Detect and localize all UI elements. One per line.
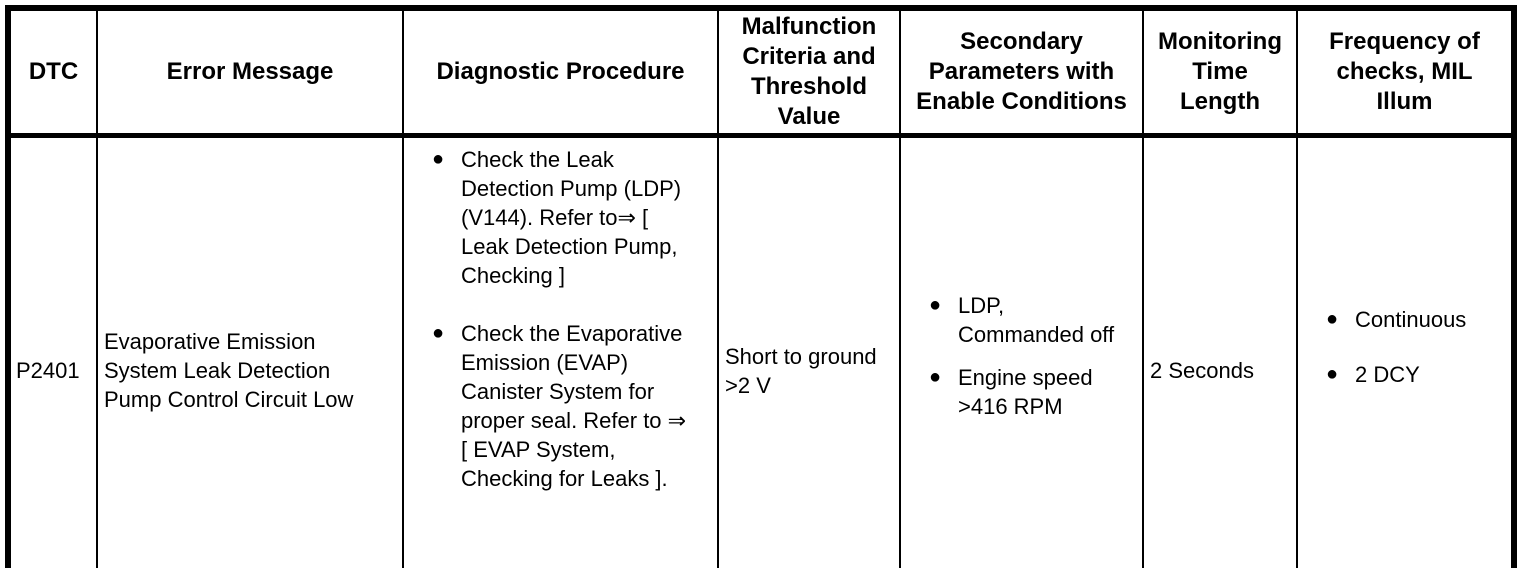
column-header-frequency-of-checks: Frequency of checks, MIL Illum: [1296, 7, 1515, 138]
procedure-step-text: Check the Evaporative Emission (EVAP) Ca…: [461, 321, 687, 491]
procedure-step: Check the Leak Detection Pump (LDP) (V14…: [432, 145, 696, 290]
cell-diagnostic-procedure: Check the Leak Detection Pump (LDP) (V14…: [402, 134, 719, 568]
cell-malfunction-criteria: Short to ground >2 V: [717, 134, 901, 568]
header-row: DTC Error Message Diagnostic Procedure M…: [7, 7, 1515, 138]
frequency-item: 2 DCY: [1326, 360, 1504, 389]
enable-condition: LDP, Commanded off: [929, 291, 1135, 349]
frequency-item: Continuous: [1326, 305, 1504, 334]
frequency-item-text: 2 DCY: [1355, 362, 1420, 387]
cell-error-message: Evaporative Emission System Leak Detecti…: [96, 134, 404, 568]
cell-secondary-parameters: LDP, Commanded off Engine speed >416 RPM: [899, 134, 1144, 568]
column-header-dtc: DTC: [7, 7, 98, 138]
cell-frequency-of-checks: Continuous 2 DCY: [1296, 134, 1515, 568]
column-header-error-message: Error Message: [96, 7, 404, 138]
procedure-step-list: Check the Leak Detection Pump (LDP) (V14…: [405, 145, 716, 493]
column-header-secondary-parameters: Secondary Parameters with Enable Conditi…: [899, 7, 1144, 138]
cell-monitoring-time: 2 Seconds: [1142, 134, 1298, 568]
frequency-item-text: Continuous: [1355, 307, 1467, 332]
column-header-malfunction-criteria: Malfunction Criteria and Threshold Value: [717, 7, 901, 138]
dtc-table: DTC Error Message Diagnostic Procedure M…: [5, 5, 1517, 568]
table-row: P2401 Evaporative Emission System Leak D…: [7, 134, 1515, 568]
enable-condition-text: Engine speed >416 RPM: [958, 365, 1093, 419]
column-header-monitoring-time: Monitoring Time Length: [1142, 7, 1298, 138]
procedure-step-text: Check the Leak Detection Pump (LDP) (V14…: [461, 147, 682, 288]
enable-condition-list: LDP, Commanded off Engine speed >416 RPM: [902, 291, 1141, 421]
frequency-list: Continuous 2 DCY: [1299, 305, 1510, 389]
enable-condition: Engine speed >416 RPM: [929, 363, 1135, 421]
column-header-diagnostic-procedure: Diagnostic Procedure: [402, 7, 719, 138]
enable-condition-text: LDP, Commanded off: [958, 293, 1115, 347]
procedure-step: Check the Evaporative Emission (EVAP) Ca…: [432, 319, 696, 493]
cell-dtc-code: P2401: [7, 134, 98, 568]
